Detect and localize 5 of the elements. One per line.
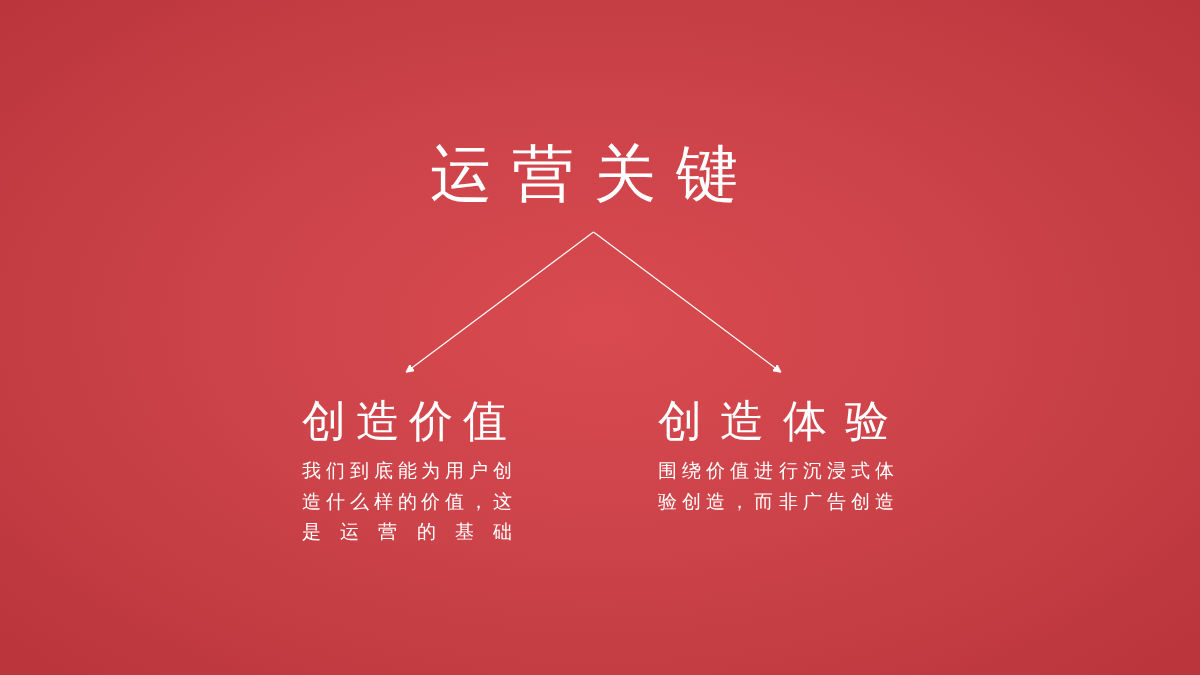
node-text: 创造体验 围绕价值进行沉浸式体验创造，而非广告创造	[658, 396, 898, 512]
arrow	[405, 231, 595, 373]
node-text: 创造价值 我们到底能为用户创造什么样的价值，这是运营的基础	[302, 396, 516, 543]
arrow	[592, 231, 782, 373]
node-text: 运营关键	[429, 139, 758, 209]
